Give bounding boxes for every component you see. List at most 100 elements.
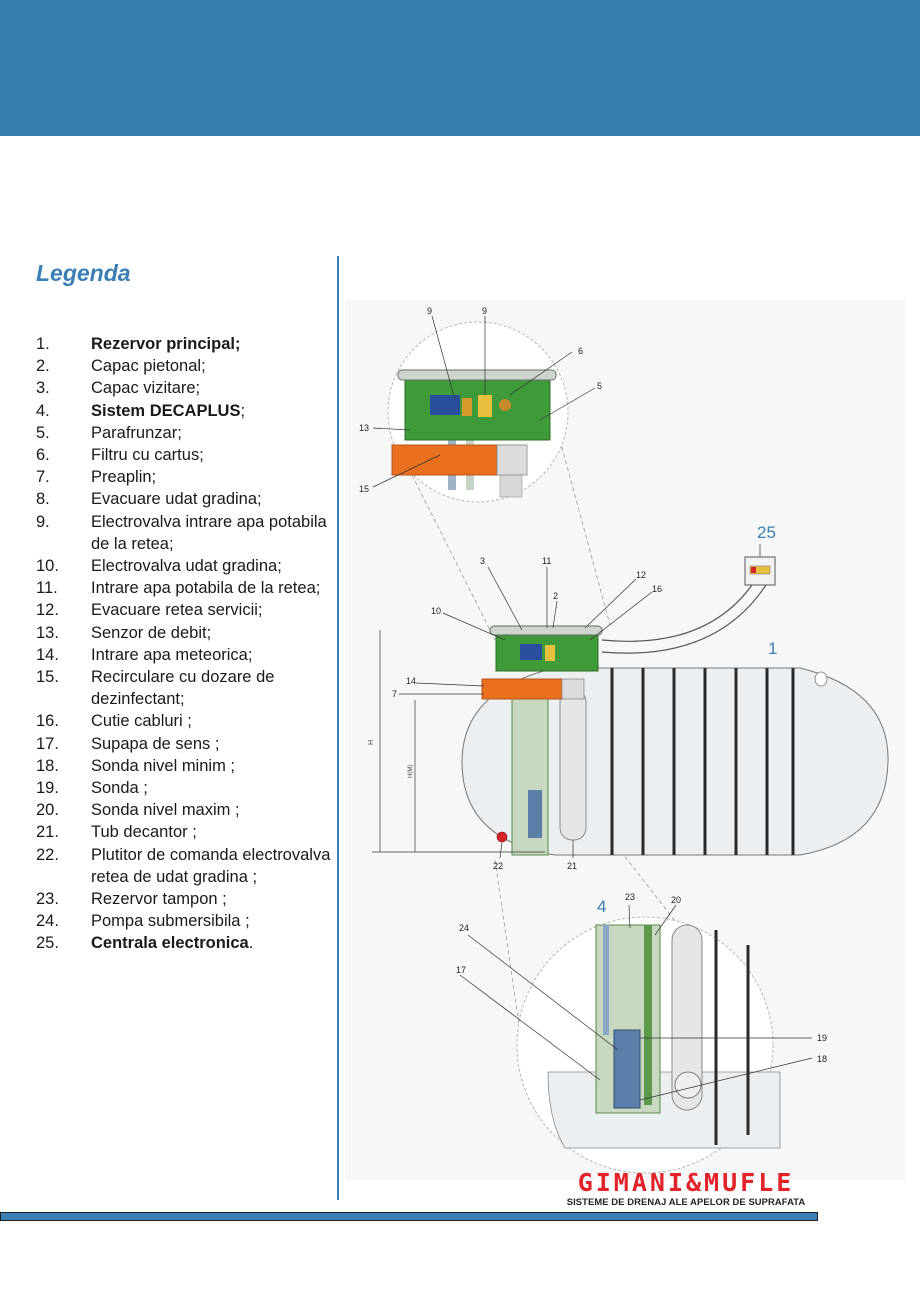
legend-item: 17. Supapa de sens ; — [36, 733, 336, 755]
legend-item-number: 7. — [36, 468, 50, 487]
legend-item-number: 10. — [36, 557, 59, 576]
detail-bottom-leaders — [459, 904, 813, 1101]
legend-item-number: 6. — [36, 446, 50, 465]
legend-item: 11.Intrare apa potabila de la retea; — [36, 577, 336, 599]
legend-item-text: Sistem DECAPLUS; — [91, 400, 336, 422]
legend-list: 1.Rezervor principal; 2.Capac pietonal; … — [36, 333, 336, 955]
legend-item-text: Supapa de sens ; — [91, 734, 220, 753]
legend-item-number: 15. — [36, 668, 59, 687]
legend-item-text: Cutie cabluri ; — [91, 712, 192, 731]
callout-16: 16 — [652, 584, 662, 594]
legend-item-text: Senzor de debit; — [91, 623, 212, 642]
legend-item: 9. Electrovalva intrare apa potabila de l… — [36, 511, 336, 555]
dimension-h: H — [368, 740, 375, 745]
legend-item-text: Evacuare retea servicii; — [91, 601, 263, 620]
legend-item-number: 4. — [36, 401, 50, 420]
legend-item-text: Sonda ; — [91, 779, 148, 798]
callout-5: 5 — [597, 381, 602, 391]
callout-13: 13 — [359, 423, 369, 433]
legend-item-number: 13. — [36, 623, 59, 642]
callout-2: 2 — [553, 591, 558, 601]
legend-item: 12. Evacuare retea servicii; — [36, 599, 336, 621]
legend-item: 16. Cutie cabluri ; — [36, 710, 336, 732]
legend-item-number: 25. — [36, 934, 59, 953]
legend-item-text: Recirculare cu dozare de dezinfectant; — [91, 668, 275, 709]
legend-item-punct: ; — [240, 401, 246, 420]
callout-4: 4 — [597, 897, 606, 916]
legend-item: 13. Senzor de debit; — [36, 622, 336, 644]
legend-item: 8.Evacuare udat gradina; — [36, 488, 336, 510]
legend-item: 19. Sonda ; — [36, 777, 336, 799]
callout-12: 12 — [636, 570, 646, 580]
legend-item-number: 24. — [36, 912, 59, 931]
legend-item: 21.Tub decantor ; — [36, 821, 336, 843]
legend-item-number: 16. — [36, 712, 59, 731]
callout-1: 1 — [768, 639, 777, 658]
legend-item-text: Plutitor de comanda electrovalva retea d… — [91, 845, 331, 886]
legend-item: 7. Preaplin; — [36, 466, 336, 488]
callout-17: 17 — [456, 965, 466, 975]
callout-20: 20 — [671, 895, 681, 905]
main-tank-leaders — [372, 544, 761, 859]
tank-diagram: 9 9 6 5 13 15 — [345, 300, 905, 1180]
legend-item-text: Rezervor tampon ; — [91, 890, 227, 909]
legend-item: 3.Capac vizitare; — [36, 377, 336, 399]
legend-item: 1.Rezervor principal; — [36, 333, 336, 355]
legend-item-number: 8. — [36, 490, 50, 509]
legend-item-bold-text: Sistem DECAPLUS — [91, 401, 241, 420]
legend-item: 4. Sistem DECAPLUS; — [36, 400, 336, 422]
legend-item-number: 9. — [36, 512, 50, 531]
legend-item-text: Tub decantor ; — [91, 823, 197, 842]
detail-top-leaders — [372, 315, 596, 488]
legend-item: 22. Plutitor de comanda electrovalva rete… — [36, 844, 336, 888]
legend-item-number: 12. — [36, 601, 59, 620]
legend-item: 18.Sonda nivel minim ; — [36, 755, 336, 777]
footer-bar — [0, 1212, 818, 1221]
dimension-hm: H(M) — [408, 765, 414, 778]
callout-18: 18 — [817, 1054, 827, 1064]
callout-24: 24 — [459, 923, 469, 933]
legend-item-text: Intrare apa meteorica; — [91, 645, 253, 664]
brand-tagline: SISTEME DE DRENAJ ALE APELOR DE SUPRAFAT… — [566, 1196, 806, 1207]
legend-item: 20. Sonda nivel maxim ; — [36, 799, 336, 821]
callout-23: 23 — [625, 892, 635, 902]
legend-item-text: Sonda nivel maxim ; — [91, 801, 240, 820]
legend-item-number: 20. — [36, 801, 59, 820]
callout-22: 22 — [493, 861, 503, 871]
callout-25: 25 — [757, 523, 776, 542]
column-divider — [337, 256, 339, 1200]
legend-item-number: 18. — [36, 756, 59, 775]
legend-item-number: 14. — [36, 645, 59, 664]
brand-name: GIMANI&MUFLE — [577, 1168, 795, 1197]
legend-title: Legenda — [36, 260, 131, 286]
legend-item-text: Capac vizitare; — [91, 379, 201, 398]
legend-item: 14. Intrare apa meteorica; — [36, 644, 336, 666]
legend-item-bold-text: Centrala electronica — [91, 934, 249, 953]
callout-21: 21 — [567, 861, 577, 871]
legend-item: 6. Filtru cu cartus; — [36, 444, 336, 466]
callout-6: 6 — [578, 346, 583, 356]
legend-item: 25. Centrala electronica. — [36, 932, 336, 954]
legend-item-punct: . — [248, 934, 254, 953]
callout-8: 9 — [427, 306, 432, 316]
legend-item-text: Pompa submersibila ; — [91, 912, 250, 931]
legend-item-number: 17. — [36, 734, 59, 753]
legend-item-number: 1. — [36, 335, 50, 353]
brand-logo: GIMANI&MUFLE SISTEME DE DRENAJ ALE APELO… — [555, 1170, 817, 1208]
callout-3: 3 — [480, 556, 485, 566]
legend-item-number: 19. — [36, 779, 59, 798]
legend-item-number: 22. — [36, 845, 59, 864]
detail-top — [387, 321, 569, 503]
callout-7: 7 — [392, 689, 397, 699]
callout-9: 9 — [482, 306, 487, 316]
legend-item-text: Centrala electronica. — [91, 932, 336, 954]
callout-19: 19 — [817, 1033, 827, 1043]
legend-item-text: Preaplin; — [91, 468, 157, 487]
legend-item-text: Electrovalva intrare apa potabila de la … — [91, 512, 327, 553]
main-tank — [461, 556, 889, 856]
legend-item-text: Electrovalva udat gradina; — [91, 557, 282, 576]
callout-14: 14 — [406, 676, 416, 686]
legend-item-text: Intrare apa potabila de la retea; — [91, 579, 321, 598]
callout-11: 11 — [542, 556, 551, 566]
legend-item-text: Filtru cu cartus; — [91, 446, 204, 465]
